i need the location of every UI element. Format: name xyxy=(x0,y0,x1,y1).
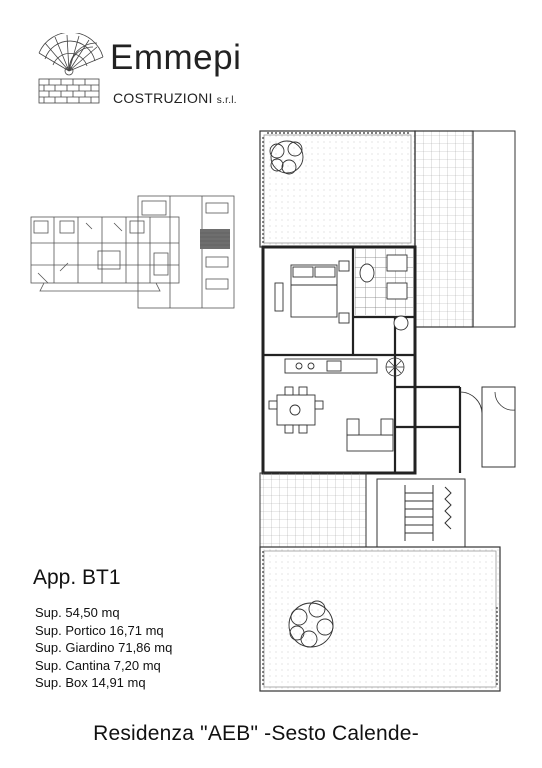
brand-suffix: s.r.l. xyxy=(216,95,237,106)
brand-name: Emmepi xyxy=(110,38,242,77)
apartment-title: App. BT1 xyxy=(33,566,121,589)
surface-item: Sup. 54,50 mq xyxy=(35,605,120,620)
surface-item: Sup. Box 14,91 mq xyxy=(35,675,146,691)
key-plan-drawing xyxy=(30,195,235,309)
surface-item: Sup. Giardino 71,86 mq xyxy=(35,640,173,656)
residence-title: Residenza "AEB" -Sesto Calende- xyxy=(93,722,419,745)
key-plan-highlight xyxy=(200,229,230,249)
apartment-floor-plan-drawing xyxy=(259,130,516,692)
brand-subtitle-text: COSTRUZIONI xyxy=(113,90,213,106)
surface-list: Sup. 54,50 mq Sup. Portico 16,71 mq Sup.… xyxy=(35,604,172,692)
surface-item: Sup. Cantina 7,20 mq xyxy=(35,657,161,673)
surface-item: Sup. Portico 16,71 mq xyxy=(35,622,164,638)
spiral-staircase-logo-icon xyxy=(38,33,104,104)
